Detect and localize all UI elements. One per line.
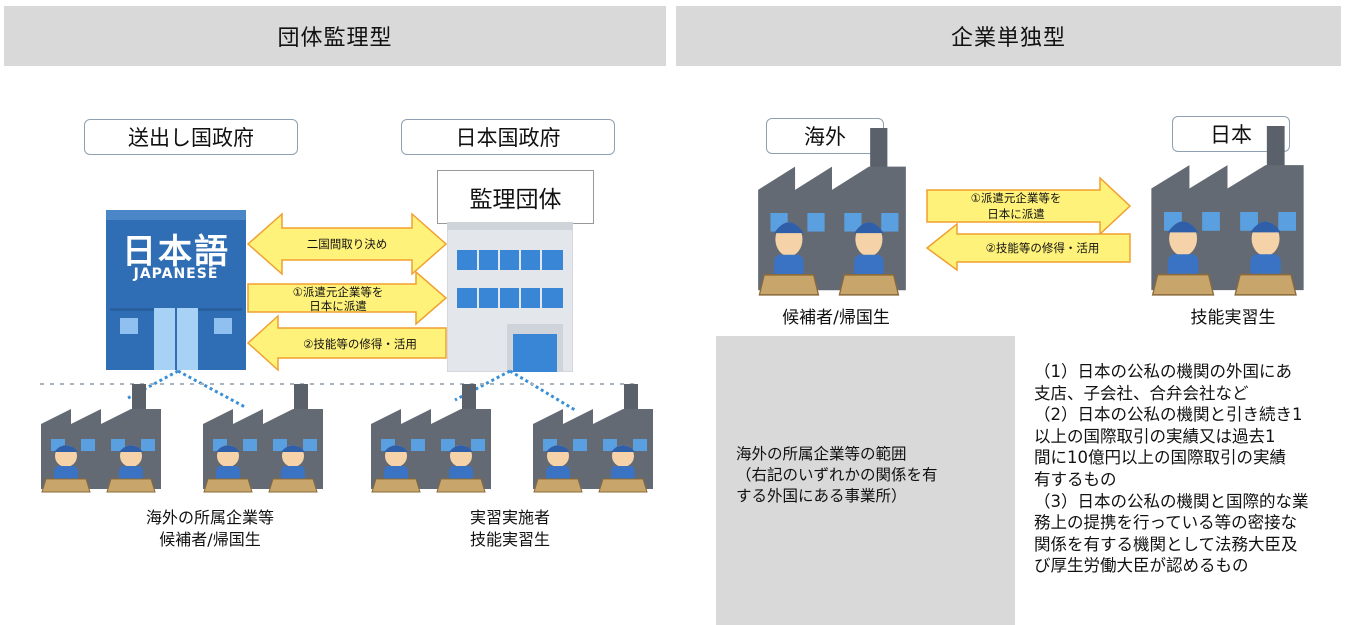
candidate-caption: 候補者/帰国生 [782, 308, 890, 328]
japan-government-text: 日本国政府 [455, 126, 561, 150]
right-dispatch-label-1: ①派遣元企業等を [970, 191, 1062, 205]
japan-text: 日本 [1210, 123, 1252, 147]
overseas-factory-icon [752, 128, 912, 298]
implementer-caption-2: 技能実習生 [469, 530, 550, 549]
japan-factory-icon [1145, 126, 1310, 298]
right-skills-arrow [925, 222, 1131, 272]
connection-lines [40, 369, 640, 412]
condition-line: 支店、子会社、合弁会社など [1034, 383, 1249, 403]
header-left: 団体監理型 [4, 6, 666, 66]
scope-title: 海外の所属企業等の範囲 [736, 445, 907, 463]
condition-line: （2）日本の公私の機関と引き続き1 [1034, 405, 1303, 425]
condition-line: （1）日本の公私の機関の外国にあ [1034, 362, 1292, 381]
header-right-title: 企業単独型 [950, 26, 1066, 51]
overseas-company-caption-2: 候補者/帰国生 [159, 530, 261, 549]
condition-line: 関係を有する機関として法務大臣及 [1034, 534, 1298, 554]
scope-note-1: （右記のいずれかの関係を有 [736, 466, 938, 484]
school-sign-sub: JAPANESE [133, 266, 219, 282]
condition-line: 有するもの [1034, 469, 1117, 489]
dispatch-arrow [247, 270, 448, 326]
dispatch-arrow-label-1: ①派遣元企業等を [292, 285, 384, 299]
sending-government-text: 送出し国政府 [128, 126, 254, 150]
factory-icon [36, 384, 166, 494]
right-skills-label: ②技能等の修得・活用 [985, 241, 1100, 255]
condition-line: 間に10億円以上の国際取引の実績 [1034, 448, 1286, 468]
scope-note-2: する外国にある事業所） [736, 487, 907, 505]
overseas-label: 海外 [766, 118, 884, 154]
skills-arrow [246, 314, 447, 372]
condition-line: 務上の提携を行っている等の密接な [1034, 513, 1298, 533]
condition-line: び厚生労働大臣が認めるもの [1034, 556, 1249, 576]
skills-arrow-label: ②技能等の修得・活用 [303, 337, 417, 351]
condition-line: （3）日本の公私の機関と国際的な業 [1034, 491, 1309, 511]
school-sign-main: 日本語 [122, 232, 230, 272]
factory-icon [366, 384, 496, 494]
left-arrows-layer [246, 212, 448, 372]
right-dispatch-label-2: 日本に派遣 [987, 207, 1045, 221]
conditions-list: （1）日本の公私の機関の外国にあ 支店、子会社、合弁会社など （2）日本の公私の… [1034, 361, 1345, 577]
bilateral-arrow-label: 二国間取り決め [306, 237, 388, 251]
dispatch-arrow-label-2: 日本に派遣 [309, 299, 367, 313]
japanese-school-building-icon [106, 210, 246, 370]
overseas-text: 海外 [804, 125, 846, 149]
trainee-caption: 技能実習生 [1190, 308, 1276, 328]
overseas-company-caption-1: 海外の所属企業等 [145, 508, 274, 527]
condition-line: 以上の国際取引の実績又は過去1 [1034, 426, 1276, 446]
office-building-icon [447, 222, 573, 372]
implementer-caption-1: 実習実施者 [469, 508, 550, 527]
bilateral-arrow [246, 212, 448, 276]
factory-icon [528, 384, 658, 494]
sending-government-label: 送出し国政府 [84, 119, 298, 155]
supervising-org-text: 監理団体 [469, 187, 562, 213]
right-arrows-layer [925, 176, 1132, 272]
scope-box [716, 336, 1015, 625]
factory-icon [198, 384, 328, 494]
header-left-title: 団体監理型 [277, 26, 393, 51]
header-right: 企業単独型 [676, 6, 1341, 66]
right-dispatch-arrow [926, 176, 1132, 236]
japan-government-label: 日本国政府 [401, 119, 615, 155]
